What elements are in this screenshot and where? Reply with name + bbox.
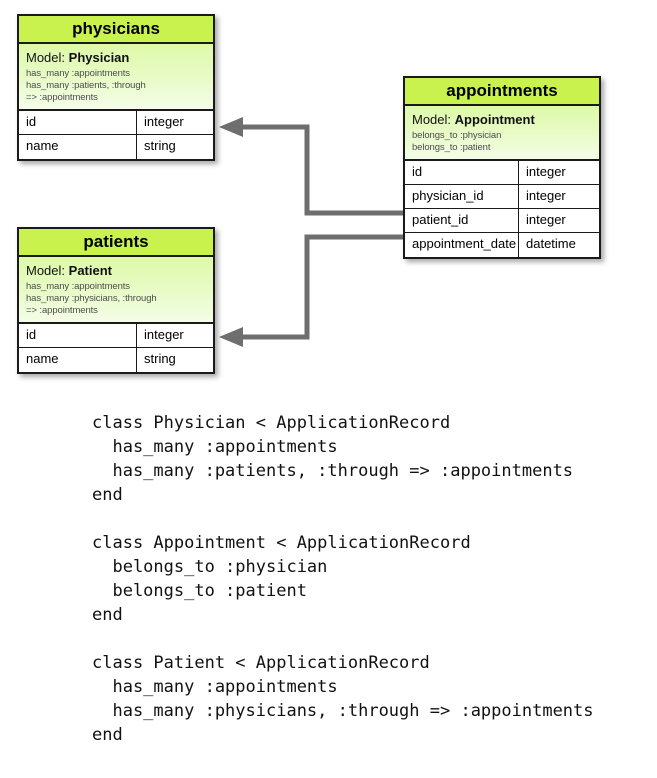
entity-model-patients: Model: Patient has_many :appointments ha…	[19, 257, 213, 324]
code-line: end	[92, 605, 123, 625]
association-line: has_many :patients, :through	[26, 80, 146, 91]
entity-model-appointments: Model: Appointment belongs_to :physician…	[405, 106, 599, 161]
model-label: Model:	[412, 112, 452, 127]
entity-title-patients: patients	[19, 229, 213, 257]
association-line: => :appointments	[26, 305, 98, 316]
model-name-line: Model: Appointment	[412, 112, 592, 127]
column-type: string	[144, 351, 176, 366]
entity-title-physicians: physicians	[19, 16, 213, 44]
column-name: name	[19, 348, 137, 372]
column-type: integer	[144, 114, 184, 129]
code-line: end	[92, 485, 123, 505]
column-name: id	[19, 111, 137, 134]
column-type: datetime	[526, 236, 576, 251]
code-line: has_many :physicians, :through => :appoi…	[92, 701, 594, 721]
table-row: id integer	[19, 111, 213, 135]
entity-appointments[interactable]: appointments Model: Appointment belongs_…	[403, 76, 601, 259]
column-type: integer	[526, 212, 566, 227]
connector-physician-fk	[219, 117, 403, 216]
association-line: has_many :appointments	[26, 68, 130, 79]
entity-title-appointments: appointments	[405, 78, 599, 106]
code-line: belongs_to :patient	[92, 581, 307, 601]
column-name: appointment_date	[405, 233, 519, 257]
association-line: belongs_to :physician	[412, 130, 502, 141]
column-type: integer	[526, 188, 566, 203]
code-line: has_many :appointments	[92, 677, 338, 697]
column-name: id	[19, 324, 137, 347]
column-name: name	[19, 135, 137, 159]
table-row: name string	[19, 135, 213, 159]
model-name: Physician	[68, 50, 130, 65]
code-listing: class Physician < ApplicationRecord has_…	[92, 411, 652, 747]
code-blank-line	[92, 627, 652, 651]
entity-model-physicians: Model: Physician has_many :appointments …	[19, 44, 213, 111]
table-row: patient_id integer	[405, 209, 599, 233]
model-name: Patient	[68, 263, 112, 278]
column-type: integer	[526, 164, 566, 179]
code-line: class Patient < ApplicationRecord	[92, 653, 430, 673]
model-label: Model:	[26, 50, 66, 65]
association-line: => :appointments	[26, 92, 98, 103]
table-row: physician_id integer	[405, 185, 599, 209]
connector-patient-fk	[219, 234, 403, 347]
model-name-line: Model: Physician	[26, 50, 206, 65]
association-line: has_many :physicians, :through	[26, 293, 157, 304]
table-row: appointment_date datetime	[405, 233, 599, 257]
arrowhead-icon	[219, 117, 243, 137]
association-line: belongs_to :patient	[412, 142, 491, 153]
table-row: id integer	[405, 161, 599, 185]
code-line: belongs_to :physician	[92, 557, 328, 577]
code-line: has_many :patients, :through => :appoint…	[92, 461, 574, 481]
code-line: class Appointment < ApplicationRecord	[92, 533, 471, 553]
code-line: end	[92, 725, 123, 745]
column-name: physician_id	[405, 185, 519, 208]
association-line: has_many :appointments	[26, 281, 130, 292]
entity-physicians[interactable]: physicians Model: Physician has_many :ap…	[17, 14, 215, 161]
table-row: id integer	[19, 324, 213, 348]
table-row: name string	[19, 348, 213, 372]
model-label: Model:	[26, 263, 66, 278]
model-name: Appointment	[454, 112, 535, 127]
column-name: patient_id	[405, 209, 519, 232]
code-line: has_many :appointments	[92, 437, 338, 457]
column-type: integer	[144, 327, 184, 342]
model-name-line: Model: Patient	[26, 263, 206, 278]
arrowhead-icon	[219, 327, 243, 347]
code-line: class Physician < ApplicationRecord	[92, 413, 451, 433]
column-name: id	[405, 161, 519, 184]
column-type: string	[144, 138, 176, 153]
code-blank-line	[92, 507, 652, 531]
entity-patients[interactable]: patients Model: Patient has_many :appoin…	[17, 227, 215, 374]
